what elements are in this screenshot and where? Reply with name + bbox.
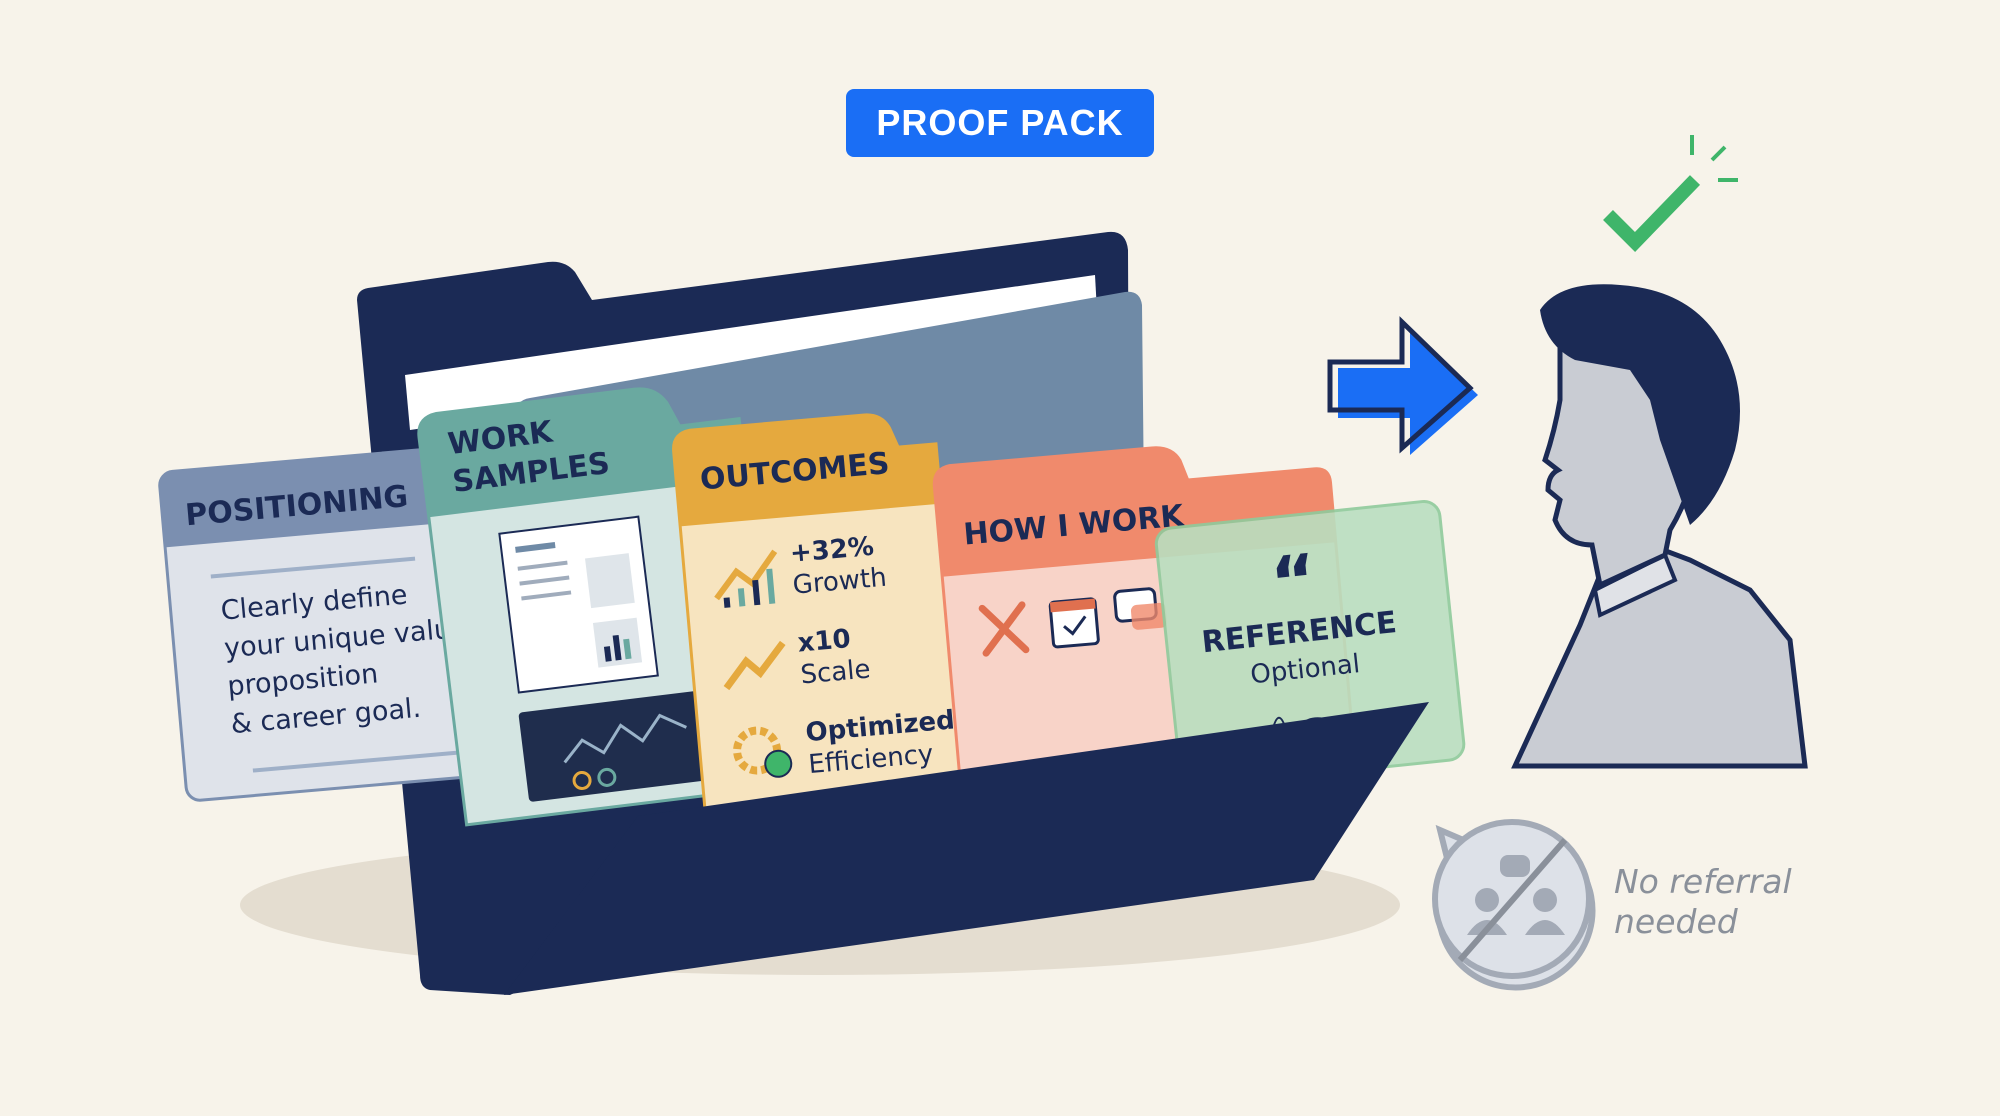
proof-pack-badge: PROOF PACK bbox=[846, 89, 1154, 157]
recruiter-person-icon bbox=[1511, 284, 1808, 769]
right-arrow-icon bbox=[1327, 316, 1478, 455]
trend-arrow-icon bbox=[723, 640, 786, 691]
no-referral-line-2: needed bbox=[1614, 902, 1738, 941]
chat-bubbles-icon bbox=[1113, 587, 1168, 630]
outcome-label-scale: Scale bbox=[799, 654, 871, 690]
outcomes-card: OUTCOMES +32% Growth x10 Scale Optimized… bbox=[672, 413, 969, 827]
outcome-value-growth: +32% bbox=[789, 532, 875, 569]
growth-chart-icon bbox=[714, 549, 778, 608]
no-referral-icon bbox=[1432, 819, 1596, 991]
check-mark-icon bbox=[1603, 135, 1738, 252]
no-referral-text: No referral needed bbox=[1614, 862, 1792, 942]
document-thumbnail bbox=[498, 515, 659, 694]
outcome-value-scale: x10 bbox=[797, 624, 852, 659]
no-referral-line-1: No referral bbox=[1614, 862, 1792, 901]
work-samples-card: WORK SAMPLES bbox=[417, 387, 786, 827]
dashboard-thumbnail bbox=[518, 688, 728, 802]
quote-icon: “ bbox=[1267, 538, 1321, 624]
tools-icon bbox=[978, 601, 1030, 657]
gear-check-icon bbox=[733, 726, 793, 778]
calendar-check-icon bbox=[1048, 597, 1100, 649]
folder-front bbox=[504, 702, 1429, 995]
